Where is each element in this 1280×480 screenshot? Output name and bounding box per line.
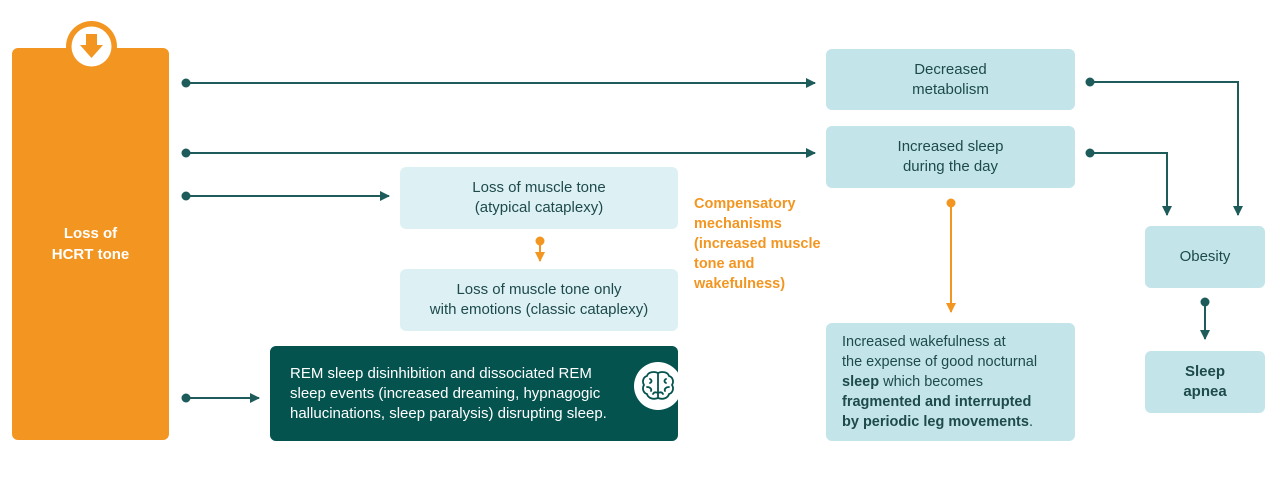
wakefulness-period: .	[1028, 414, 1033, 430]
increased-sleep-box: Increased sleep during the day	[826, 126, 1075, 188]
decreased-metabolism-box: Decreased metabolism	[826, 49, 1075, 110]
hcrt-line-2: HCRT tone	[51, 246, 130, 263]
increased-sleep-line-2: during the day	[902, 158, 999, 175]
rem-line-3: hallucinations, sleep paralysis) disrupt…	[290, 404, 607, 422]
compensatory-mechanisms-text: Compensatory mechanisms (increased muscl…	[694, 194, 844, 294]
muscle-tone-loss-line-1: Loss of muscle tone	[472, 179, 606, 196]
compensatory-line-3: (increased muscle	[694, 236, 821, 252]
rem-sleep-box: REM sleep disinhibition and dissociated …	[270, 346, 682, 441]
rem-line-2: sleep events (increased dreaming, hypnag…	[290, 384, 601, 402]
compensatory-line-5: wakefulness)	[694, 276, 786, 292]
increased-sleep-line-1: Increased sleep	[897, 138, 1004, 155]
compensatory-line-1: Compensatory	[694, 196, 796, 212]
rem-line-1: REM sleep disinhibition and dissociated …	[290, 364, 592, 382]
obesity-label: Obesity	[1179, 248, 1231, 265]
increased-wakefulness-box: Increased wakefulness at the expense of …	[826, 323, 1075, 441]
brain-icon	[633, 361, 683, 411]
decreased-metabolism-line-2: metabolism	[912, 80, 989, 98]
muscle-tone-loss-line-2: (atypical cataplexy)	[474, 199, 604, 216]
wakefulness-line-3-rest: which becomes	[879, 374, 984, 390]
wakefulness-line-4: fragmented and interrupted	[842, 394, 1032, 410]
wakefulness-line-1: Increased wakefulness at	[842, 334, 1006, 350]
muscle-tone-emotions-line-1: Loss of muscle tone only	[456, 281, 622, 298]
sleep-apnea-box: Sleep apnea	[1145, 351, 1265, 413]
obesity-box: Obesity	[1145, 226, 1265, 288]
hcrt-line-1: Loss of	[63, 225, 118, 242]
down-arrow-icon	[66, 21, 117, 72]
sleep-apnea-line-2: apnea	[1183, 383, 1227, 400]
compensatory-line-2: mechanisms	[694, 216, 782, 232]
wakefulness-line-2: the expense of good nocturnal	[842, 354, 1038, 370]
wakefulness-sleep-bold: sleep	[842, 374, 880, 390]
wakefulness-line-3: sleep which becomes	[842, 372, 1037, 392]
arrow-metabolism-to-obesity	[1090, 81, 1243, 216]
compensatory-line-4: tone and	[694, 256, 755, 272]
arrow-sleep-to-obesity	[1090, 152, 1172, 216]
muscle-tone-loss-box: Loss of muscle tone (atypical cataplexy)	[400, 167, 678, 229]
muscle-tone-emotions-line-2: with emotions (classic cataplexy)	[429, 301, 649, 318]
wakefulness-plm-bold: by periodic leg movements	[842, 414, 1029, 430]
sleep-apnea-line-1: Sleep	[1184, 363, 1225, 380]
decreased-metabolism-line-1: Decreased	[914, 60, 987, 78]
hcrt-tone-box: Loss of HCRT tone	[12, 48, 169, 440]
muscle-tone-emotions-box: Loss of muscle tone only with emotions (…	[400, 269, 678, 331]
wakefulness-line-5: by periodic leg movements.	[842, 412, 1037, 432]
